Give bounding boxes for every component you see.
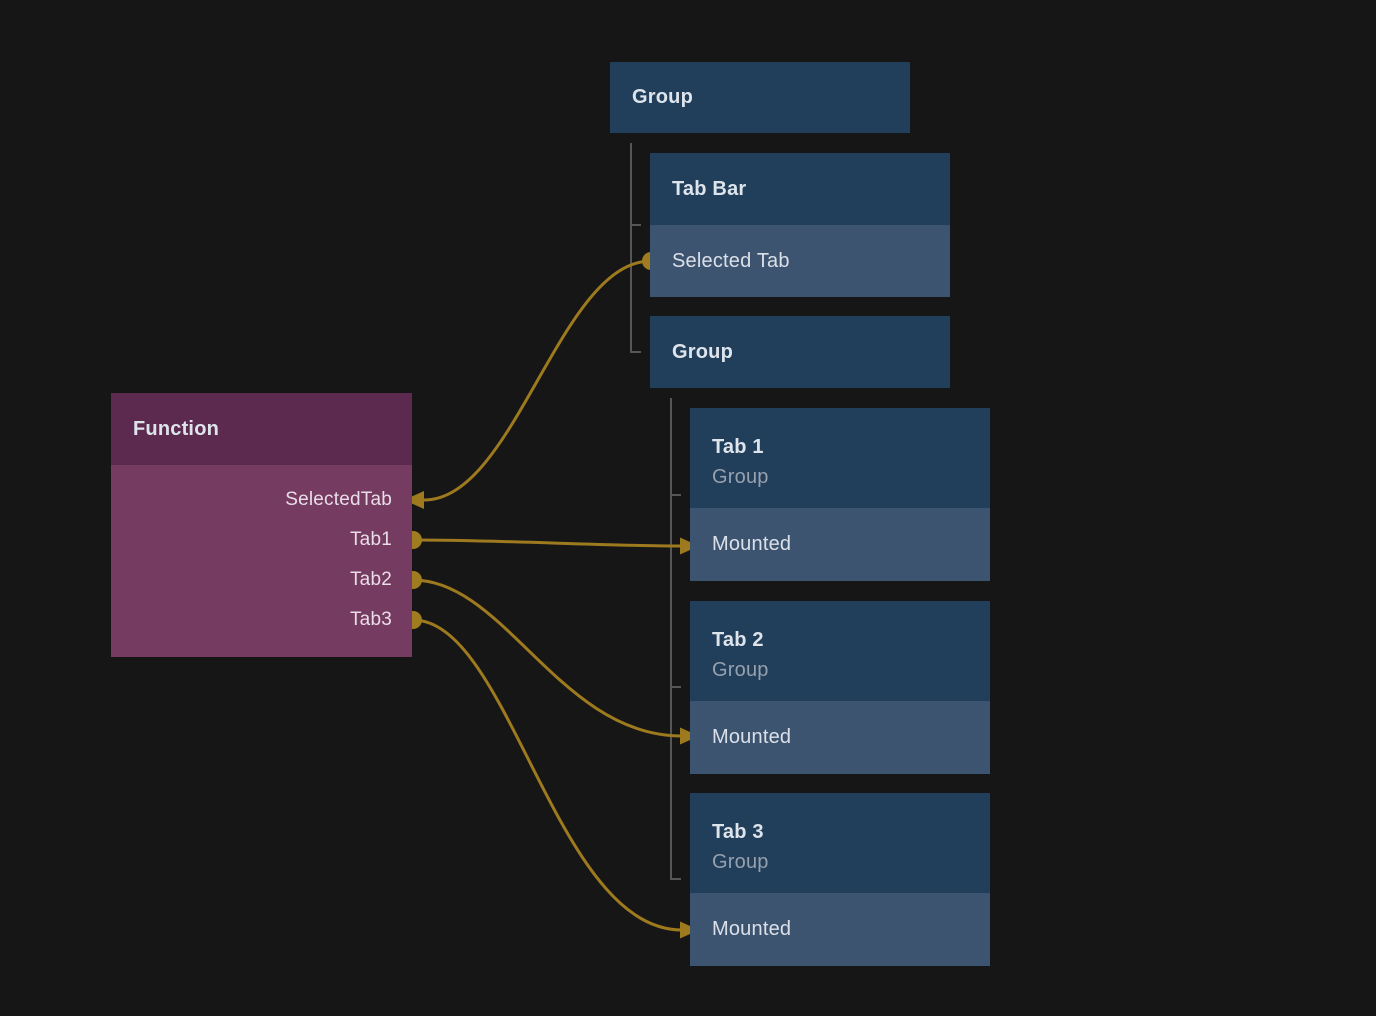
node-tab2-header[interactable]: Tab 2 Group [690,601,990,701]
selected-tab-row[interactable]: Selected Tab [650,225,950,297]
function-port-tab2-label: Tab2 [349,569,392,590]
function-port-tab1-label: Tab1 [349,529,392,550]
arrowhead-tab3-mounted [680,921,699,939]
tab2-mounted-label: Mounted [712,726,792,748]
node-tab2-title: Tab 2 [712,629,764,651]
node-tab1-title: Tab 1 [712,436,764,458]
node-tab1-subtitle: Group [712,466,769,488]
node-tab2[interactable]: Tab 2 Group Mounted [690,601,990,774]
node-tab3[interactable]: Tab 3 Group Mounted [690,793,990,966]
node-tab1-header[interactable]: Tab 1 Group [690,408,990,508]
tab1-mounted-row[interactable]: Mounted [690,508,990,581]
tab1-mounted-label: Mounted [712,533,792,555]
node-tab-bar-header[interactable]: Tab Bar [650,153,950,225]
node-group-top-title: Group [632,86,693,108]
node-tab3-subtitle: Group [712,851,769,873]
function-port-tab2[interactable]: Tab2 [111,560,412,600]
node-tab1[interactable]: Tab 1 Group Mounted [690,408,990,581]
node-function-header[interactable]: Function [111,393,412,465]
node-tab2-subtitle: Group [712,659,769,681]
edge-tab3[interactable] [411,618,684,932]
tab3-mounted-label: Mounted [712,918,792,940]
function-port-tab3[interactable]: Tab3 [111,600,412,640]
selected-tab-label: Selected Tab [672,249,790,272]
node-function-body: SelectedTab Tab1 Tab2 Tab3 [111,465,412,657]
function-port-tab3-label: Tab3 [349,609,392,630]
node-tab3-title: Tab 3 [712,821,764,843]
arrowhead-tab1-mounted [680,537,699,555]
edge-tab1[interactable] [411,538,684,548]
function-port-selectedtab-label: SelectedTab [285,489,392,510]
tab3-mounted-row[interactable]: Mounted [690,893,990,966]
node-group-inner-title: Group [672,340,733,363]
node-tab3-header[interactable]: Tab 3 Group [690,793,990,893]
node-function[interactable]: Function SelectedTab Tab1 Tab2 Tab3 [111,393,412,657]
tree-line-outer [630,143,641,353]
tree-line-inner [670,398,681,880]
arrowhead-tab2-mounted [680,727,699,745]
edge-selectedtab[interactable] [422,259,653,502]
node-group-top[interactable]: Group [610,62,910,133]
node-group-inner[interactable]: Group [650,316,950,388]
edge-tab2[interactable] [411,578,684,738]
function-port-tab1[interactable]: Tab1 [111,520,412,560]
arrowhead-selectedtab [404,491,424,509]
function-port-selectedtab[interactable]: SelectedTab [111,480,412,520]
node-function-title: Function [133,417,220,440]
node-tab-bar-title: Tab Bar [672,177,747,200]
node-tab-bar[interactable]: Tab Bar Selected Tab [650,153,950,297]
tab2-mounted-row[interactable]: Mounted [690,701,990,774]
